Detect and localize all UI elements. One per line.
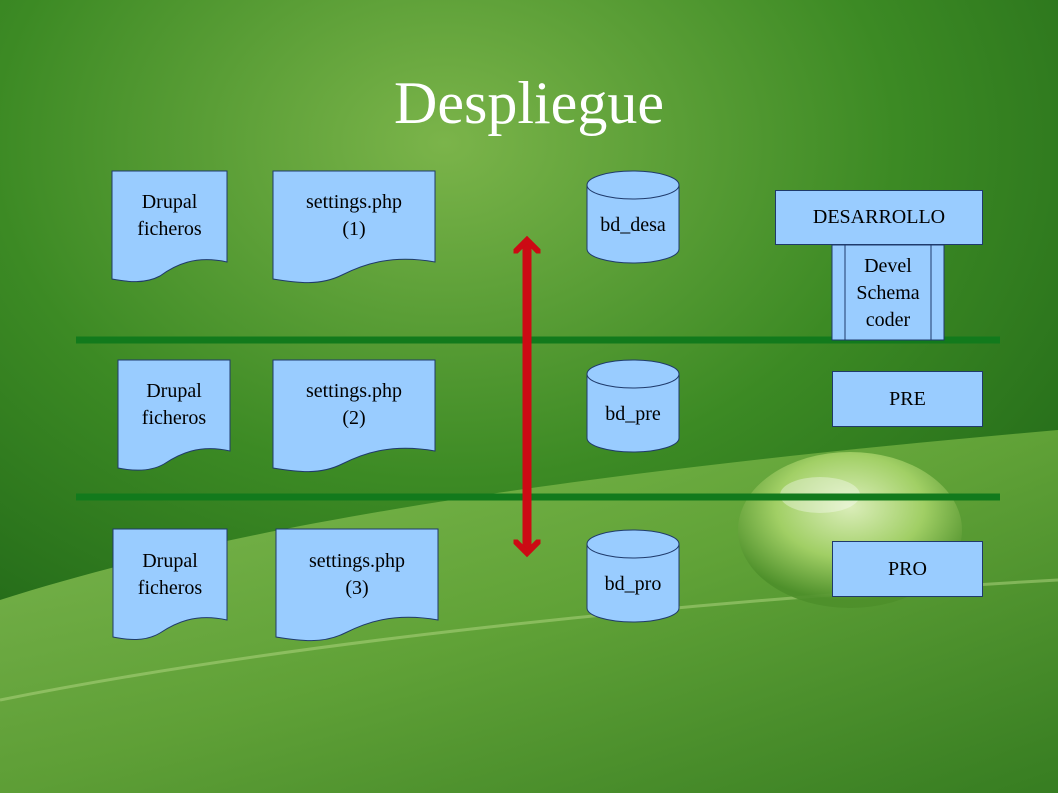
database-cylinder-pre [586, 359, 680, 453]
document-shape-drupal-2 [117, 359, 231, 471]
document-shape-settings-1 [272, 170, 436, 284]
page-title: Despliegue [394, 70, 664, 136]
document-shape-drupal-3 [112, 528, 228, 640]
env-box-pre: PRE [832, 371, 983, 427]
modules-process-box [831, 244, 945, 341]
document-shape-settings-2 [272, 359, 436, 473]
env-box-desarrollo: DESARROLLO [775, 190, 983, 245]
database-cylinder-desa [586, 170, 680, 264]
settings-label-1: settings.php(1) [305, 191, 403, 240]
db-label-desa: bd_desa [600, 214, 666, 236]
db-label-pre: bd_pre [605, 403, 661, 425]
db-label-pro: bd_pro [604, 573, 662, 595]
settings-label-3: settings.php(3) [308, 550, 406, 599]
document-shape-settings-3 [275, 528, 439, 642]
settings-label-2: settings.php(2) [305, 380, 403, 429]
database-cylinder-pro [586, 529, 680, 623]
env-box-pro: PRO [832, 541, 983, 597]
document-shape-drupal-1 [111, 170, 228, 283]
